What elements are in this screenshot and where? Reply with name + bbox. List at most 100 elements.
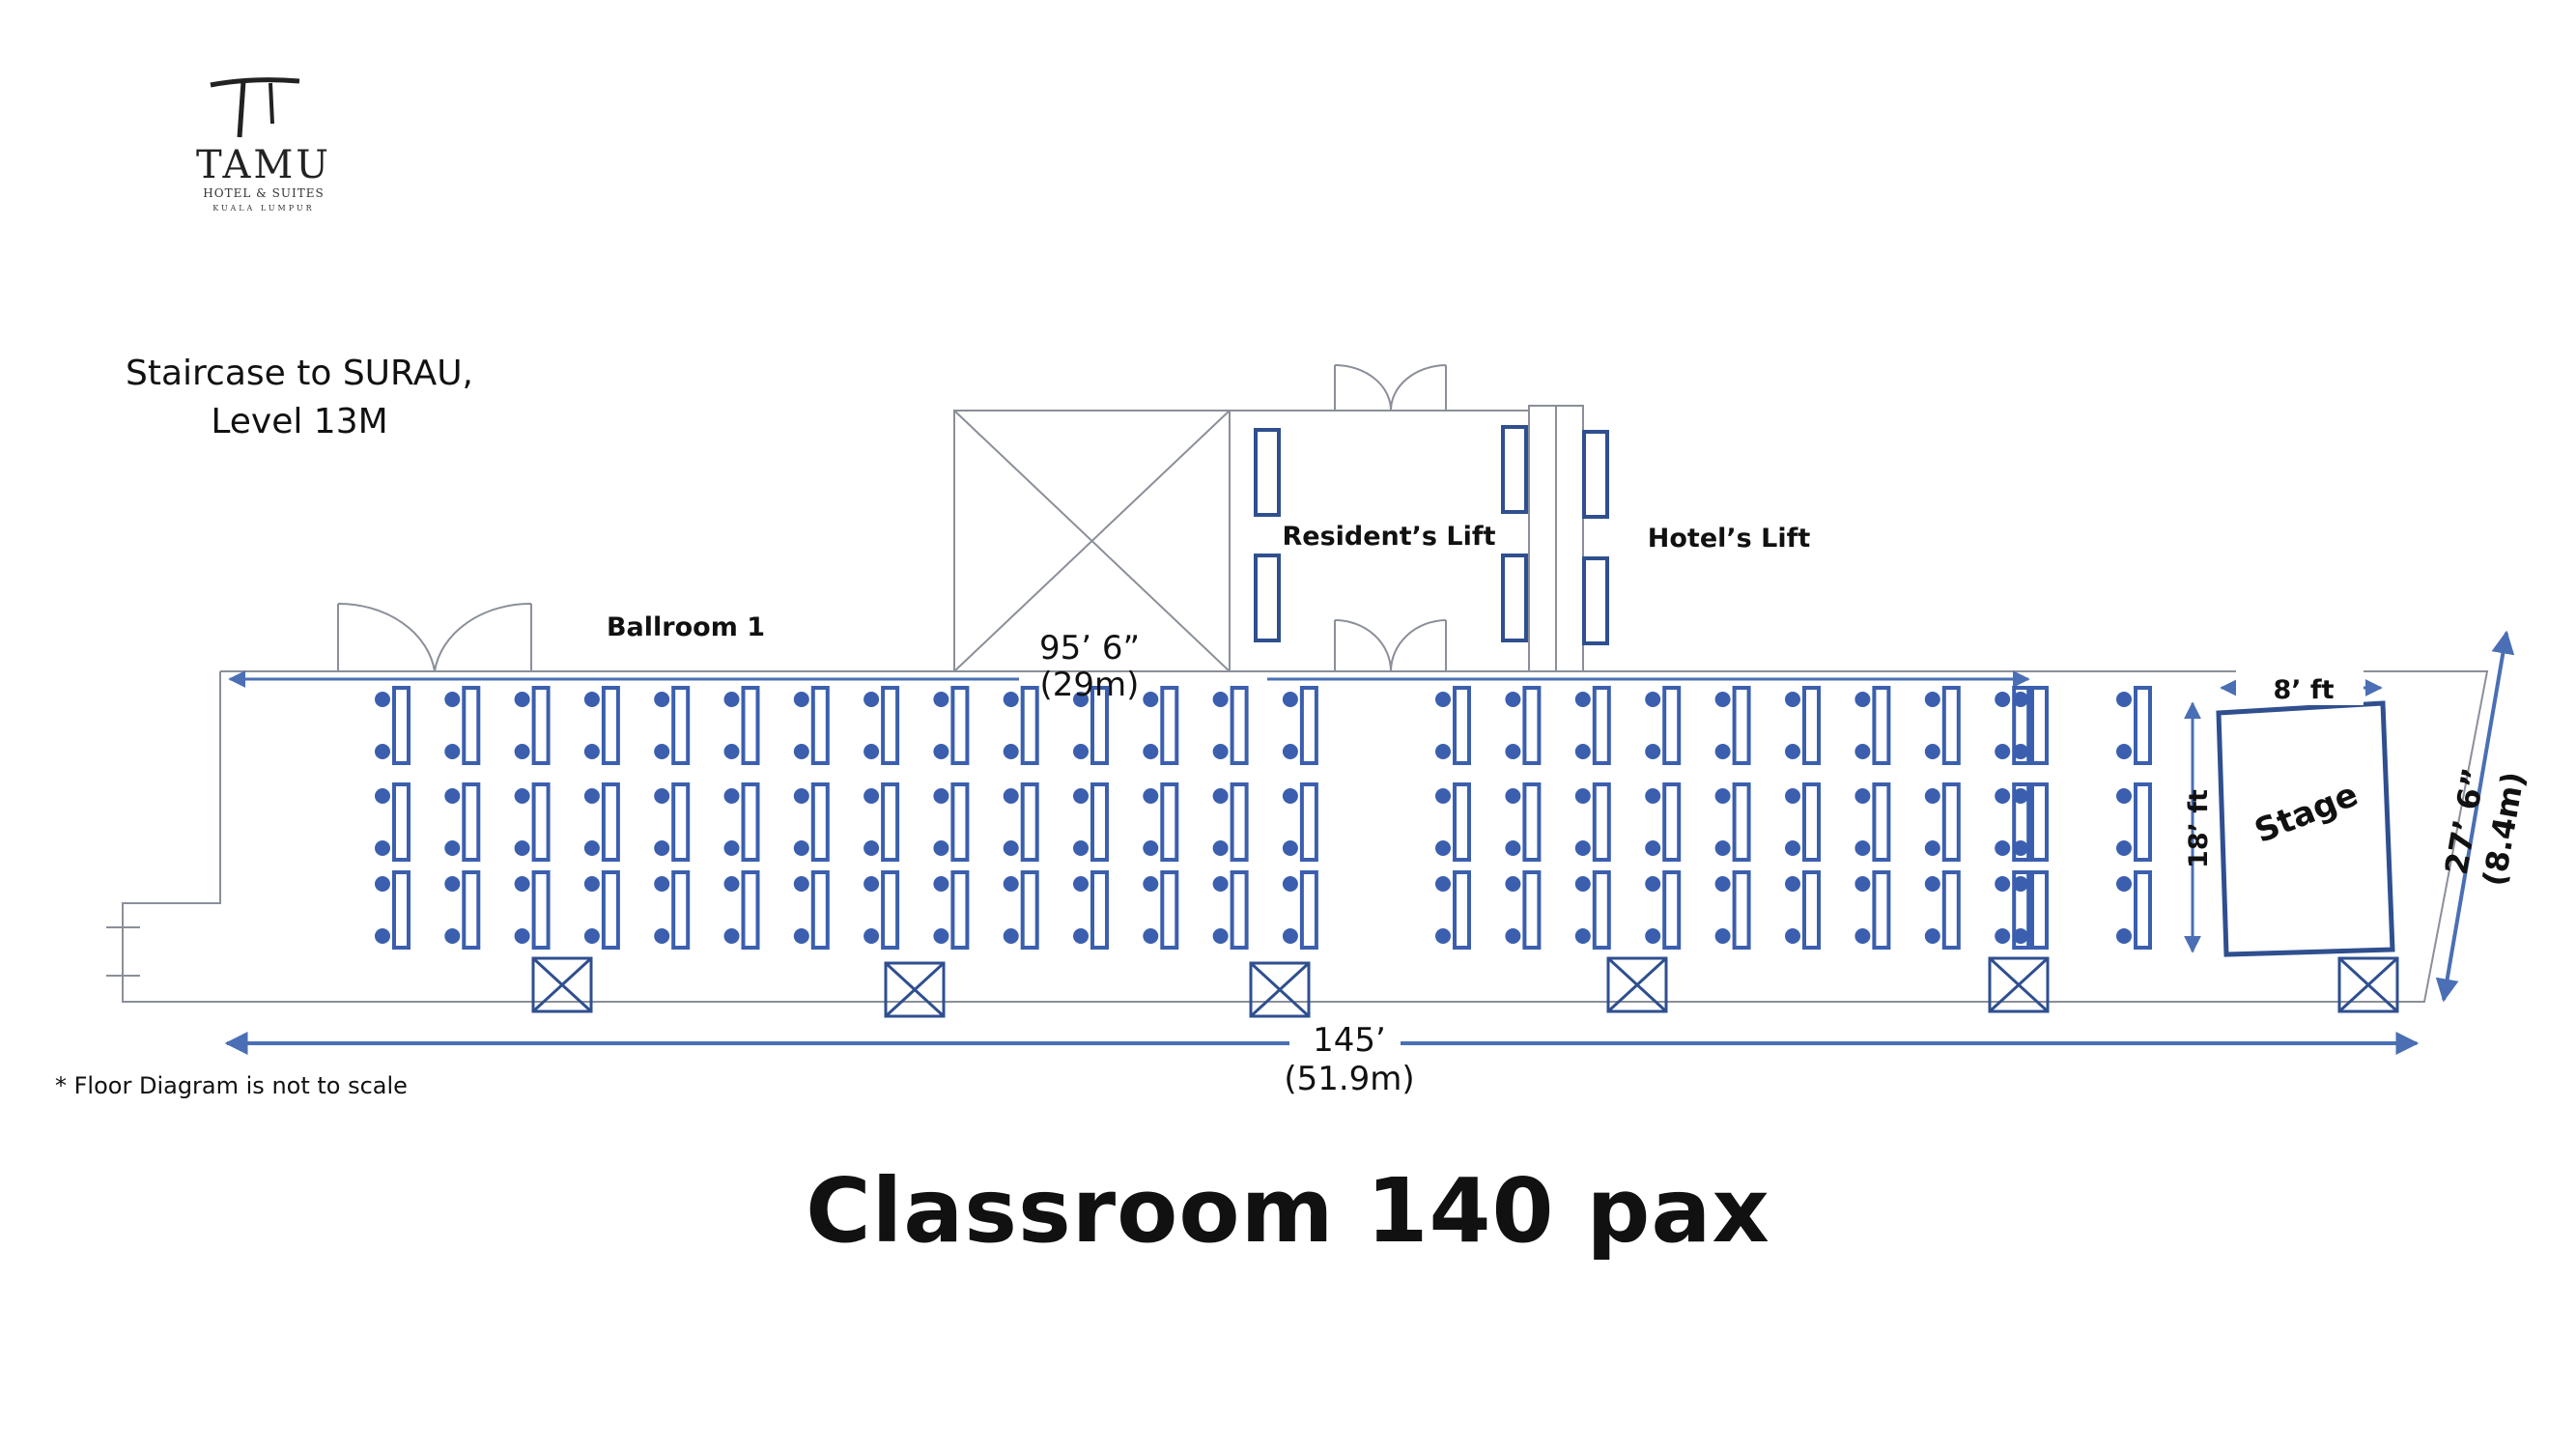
chair — [1435, 788, 1451, 804]
classroom-desk-unit — [1574, 686, 1611, 765]
chair — [2116, 692, 2132, 707]
chair — [375, 928, 390, 944]
chair — [1854, 928, 1871, 944]
chair — [1995, 876, 2011, 892]
desk — [1230, 870, 1249, 950]
chair — [2116, 744, 2132, 759]
desk — [392, 782, 410, 862]
chair — [1714, 788, 1731, 804]
chair — [1714, 876, 1731, 892]
chair — [1003, 744, 1019, 759]
structural-columns — [531, 956, 2399, 1018]
desk — [810, 686, 830, 765]
chair — [654, 744, 670, 759]
chair — [375, 788, 390, 804]
classroom-desk-unit — [863, 782, 900, 862]
classroom-desk-unit — [1645, 870, 1682, 950]
classroom-desk-unit — [1574, 782, 1611, 862]
desk — [810, 782, 830, 862]
chair — [1785, 692, 1800, 707]
classroom-desk-unit — [1785, 870, 1821, 950]
classroom-desk-unit — [1854, 782, 1891, 862]
classroom-desk-unit — [933, 686, 970, 765]
chair — [514, 876, 530, 892]
desk — [950, 870, 970, 950]
chair — [1854, 692, 1871, 707]
desk — [671, 686, 691, 765]
chair — [583, 928, 600, 944]
chair — [723, 744, 740, 759]
logo-name: TAMU — [195, 143, 332, 187]
classroom-desk-unit — [863, 686, 900, 765]
classroom-desk-unit — [1435, 782, 1471, 862]
desk — [1592, 686, 1611, 765]
classroom-desk-unit — [2013, 686, 2049, 765]
chair — [1435, 840, 1451, 856]
classroom-desk-unit — [1073, 870, 1109, 950]
chair — [1995, 744, 2011, 759]
desk — [2030, 782, 2049, 862]
chair — [1995, 840, 2011, 856]
desk — [1941, 782, 1961, 862]
chair — [1505, 876, 1521, 892]
classroom-desk-unit — [1282, 870, 1318, 950]
chair — [933, 744, 949, 759]
chair — [1003, 840, 1019, 856]
chair — [1505, 788, 1521, 804]
desk — [2012, 782, 2031, 862]
chair — [1003, 788, 1019, 804]
chair — [1995, 928, 2011, 944]
chair — [514, 928, 530, 944]
classroom-desk-unit — [1212, 870, 1249, 950]
chair — [1995, 788, 2011, 804]
resident-lift-car-3 — [1501, 425, 1528, 514]
chair — [1714, 840, 1731, 856]
chair — [1574, 744, 1591, 759]
column — [1988, 956, 2050, 1013]
chair — [654, 840, 670, 856]
classroom-desk-unit — [654, 782, 691, 862]
chair — [2013, 692, 2028, 707]
stage-label: Stage — [2250, 775, 2364, 851]
chair — [1854, 744, 1871, 759]
chair — [1435, 692, 1451, 707]
classroom-desk-unit — [1924, 686, 1961, 765]
chair — [793, 744, 809, 759]
chair — [583, 840, 600, 856]
scale-footnote: * Floor Diagram is not to scale — [55, 1072, 408, 1099]
chair — [654, 788, 670, 804]
classroom-desk-unit — [514, 870, 551, 950]
chair — [723, 692, 740, 707]
classroom-desk-unit — [1003, 870, 1039, 950]
chair — [2013, 928, 2028, 944]
chair — [933, 928, 949, 944]
chair — [375, 876, 390, 892]
classroom-desk-unit — [1995, 782, 2031, 862]
classroom-desk-unit — [863, 870, 900, 950]
total-length-label: 145’ — [1313, 1021, 1386, 1060]
desk — [1020, 870, 1039, 950]
chair — [1143, 692, 1159, 707]
classroom-desk-unit — [583, 686, 620, 765]
chair — [514, 840, 530, 856]
chair — [654, 928, 670, 944]
chair — [1212, 840, 1229, 856]
chair — [1282, 788, 1298, 804]
ballroom-entrance-doors — [337, 602, 532, 672]
chair — [1282, 928, 1298, 944]
desk — [601, 686, 620, 765]
classroom-desk-unit — [1854, 870, 1891, 950]
chair — [793, 928, 809, 944]
desk — [671, 870, 691, 950]
desk — [741, 782, 760, 862]
chair — [1574, 692, 1591, 707]
chair — [1924, 876, 1940, 892]
classroom-desk-unit — [654, 870, 691, 950]
desk — [1299, 782, 1318, 862]
chair — [1785, 788, 1800, 804]
classroom-desk-unit — [2116, 686, 2152, 765]
chair — [1645, 928, 1661, 944]
desk — [1299, 870, 1318, 950]
chair — [793, 692, 809, 707]
desk — [1522, 870, 1542, 950]
